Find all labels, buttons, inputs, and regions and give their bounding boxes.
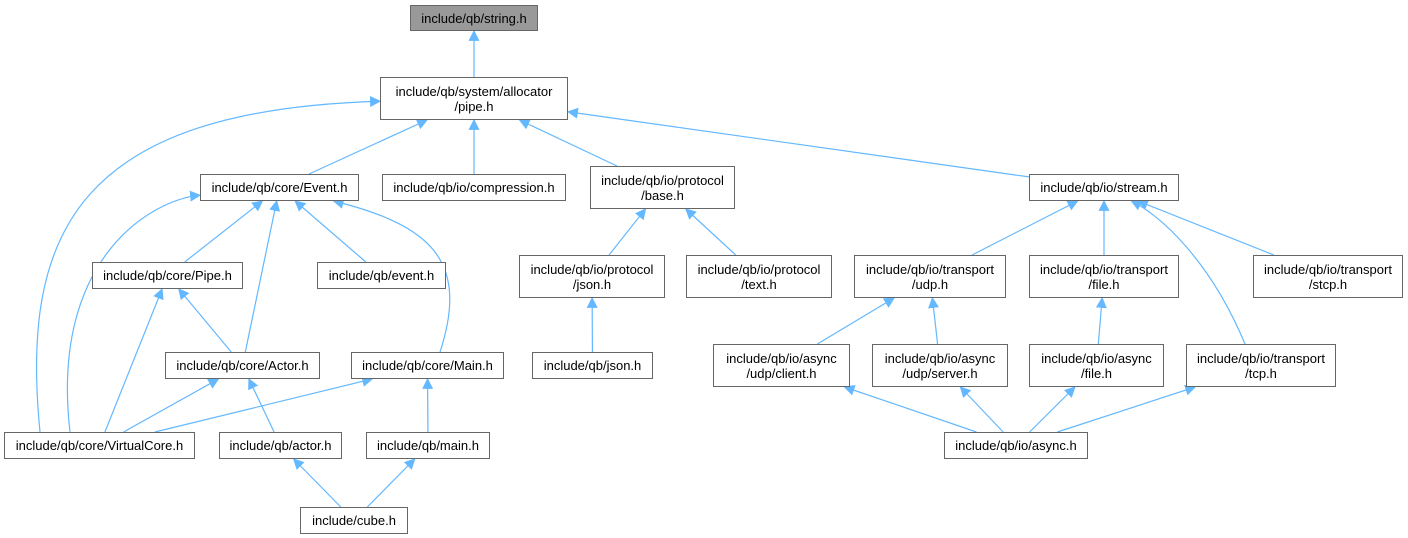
node-transport-stcp[interactable]: include/qb/io/transport/stcp.h: [1253, 255, 1403, 298]
node-protocol-json[interactable]: include/qb/io/protocol/json.h: [519, 255, 665, 298]
node-pipe-core[interactable]: include/qb/core/Pipe.h: [92, 262, 243, 289]
node-label: /text.h: [741, 276, 777, 292]
edge-protocol-json-to-protocol-base: [608, 208, 647, 256]
node-label: include/qb/event.h: [328, 268, 435, 283]
node-label: /tcp.h: [1245, 365, 1277, 381]
node-label: include/qb/core/Event.h: [211, 180, 348, 195]
edge-event-to-event-core: [294, 200, 367, 263]
node-protocol-base[interactable]: include/qb/io/protocol/base.h: [590, 166, 735, 209]
node-label: include/qb/io/transport: [1264, 261, 1392, 277]
edge-virtualcore-to-event-core: [66, 190, 202, 433]
node-label: include/qb/io/async: [884, 350, 996, 366]
node-label: include/cube.h: [312, 513, 396, 528]
node-stream[interactable]: include/qb/io/stream.h: [1029, 174, 1179, 201]
edge-stream-to-pipe-alloc: [566, 107, 1030, 178]
node-label: /file.h: [1088, 276, 1120, 292]
node-label: include/qb/io/transport: [1197, 350, 1325, 366]
edge-transport-tcp-to-stream: [1130, 200, 1246, 345]
node-pipe-alloc[interactable]: include/qb/system/allocator/pipe.h: [380, 77, 568, 120]
edge-async-udp-client-to-transport-udp: [817, 297, 896, 345]
node-label: include/qb/json.h: [543, 358, 642, 373]
node-label: /json.h: [572, 276, 612, 292]
node-label: include/qb/io/compression.h: [393, 180, 555, 195]
node-label: /base.h: [641, 187, 684, 203]
node-label: /udp/server.h: [902, 365, 978, 381]
node-async-udp-client[interactable]: include/qb/io/async/udp/client.h: [713, 344, 850, 387]
node-event-core[interactable]: include/qb/core/Event.h: [200, 174, 359, 201]
edge-event-core-to-pipe-alloc: [308, 119, 429, 175]
node-label: include/qb/core/VirtualCore.h: [15, 438, 184, 453]
node-json[interactable]: include/qb/json.h: [532, 352, 653, 379]
node-main-core[interactable]: include/qb/core/Main.h: [351, 352, 504, 379]
edge-cube-to-actor: [292, 458, 342, 508]
edge-protocol-base-to-pipe-alloc: [518, 119, 618, 167]
node-async-udp-server[interactable]: include/qb/io/async/udp/server.h: [872, 344, 1008, 387]
edge-main-core-to-event-core: [332, 198, 451, 353]
node-compression[interactable]: include/qb/io/compression.h: [382, 174, 566, 201]
node-label: /udp/client.h: [746, 365, 817, 381]
node-main[interactable]: include/qb/main.h: [366, 432, 490, 459]
node-async-file[interactable]: include/qb/io/async/file.h: [1029, 344, 1164, 387]
node-async[interactable]: include/qb/io/async.h: [944, 432, 1088, 459]
edge-virtualcore-to-main-core: [154, 376, 374, 433]
node-cube[interactable]: include/cube.h: [300, 507, 408, 534]
edge-actor-core-to-event-core: [244, 199, 281, 353]
node-label: include/qb/core/Pipe.h: [103, 268, 232, 283]
node-actor-core[interactable]: include/qb/core/Actor.h: [165, 352, 320, 379]
node-label: include/qb/main.h: [377, 438, 479, 453]
node-transport-file[interactable]: include/qb/io/transport/file.h: [1029, 255, 1179, 298]
edge-virtualcore-to-pipe-core: [104, 287, 164, 433]
edge-async-to-transport-tcp: [1057, 384, 1197, 433]
edge-cube-to-main: [366, 458, 416, 508]
node-label: include/qb/io/async: [726, 350, 837, 366]
edge-layer: [35, 29, 1275, 508]
node-label: include/qb/string.h: [421, 10, 527, 26]
edge-protocol-text-to-protocol-base: [685, 208, 737, 256]
edge-pipe-core-to-event-core: [184, 200, 264, 263]
edge-transport-udp-to-stream: [971, 200, 1079, 256]
node-transport-udp[interactable]: include/qb/io/transport/udp.h: [854, 255, 1006, 298]
edge-actor-core-to-pipe-core: [178, 288, 232, 353]
node-label: include/qb/core/Main.h: [362, 358, 493, 373]
edge-async-file-to-transport-file: [1095, 296, 1107, 345]
node-label: /pipe.h: [454, 98, 494, 114]
node-label: include/qb/io/async: [1041, 350, 1152, 366]
node-label: include/qb/io/transport: [866, 261, 994, 277]
node-label: include/qb/core/Actor.h: [176, 358, 309, 373]
edge-virtualcore-to-actor-core: [123, 378, 220, 433]
node-label: include/qb/io/protocol: [530, 261, 654, 277]
node-protocol-text[interactable]: include/qb/io/protocol/text.h: [686, 255, 832, 298]
node-event[interactable]: include/qb/event.h: [317, 262, 446, 289]
node-transport-tcp[interactable]: include/qb/io/transport/tcp.h: [1186, 344, 1336, 387]
edge-async-udp-server-to-transport-udp: [928, 296, 939, 345]
node-actor[interactable]: include/qb/actor.h: [219, 432, 342, 459]
node-string: include/qb/string.h: [410, 5, 538, 31]
node-label: include/qb/io/stream.h: [1040, 180, 1168, 195]
node-label: include/qb/system/allocator: [395, 83, 553, 99]
edge-async-to-async-udp-server: [959, 386, 1004, 433]
edge-transport-stcp-to-stream: [1136, 199, 1275, 256]
node-virtualcore[interactable]: include/qb/core/VirtualCore.h: [4, 432, 195, 459]
node-label: include/qb/io/transport: [1040, 261, 1168, 277]
node-label: /stcp.h: [1308, 276, 1348, 292]
node-label: include/qb/actor.h: [229, 438, 332, 453]
edge-async-to-async-udp-client: [843, 384, 977, 433]
node-label: /udp.h: [911, 276, 949, 292]
node-label: include/qb/io/protocol: [697, 261, 821, 277]
node-label: include/qb/io/async.h: [955, 438, 1077, 453]
node-label: include/qb/io/protocol: [601, 172, 724, 188]
edge-async-to-async-file: [1029, 386, 1076, 433]
node-label: /file.h: [1080, 365, 1113, 381]
edge-virtualcore-to-pipe-alloc: [35, 96, 382, 433]
